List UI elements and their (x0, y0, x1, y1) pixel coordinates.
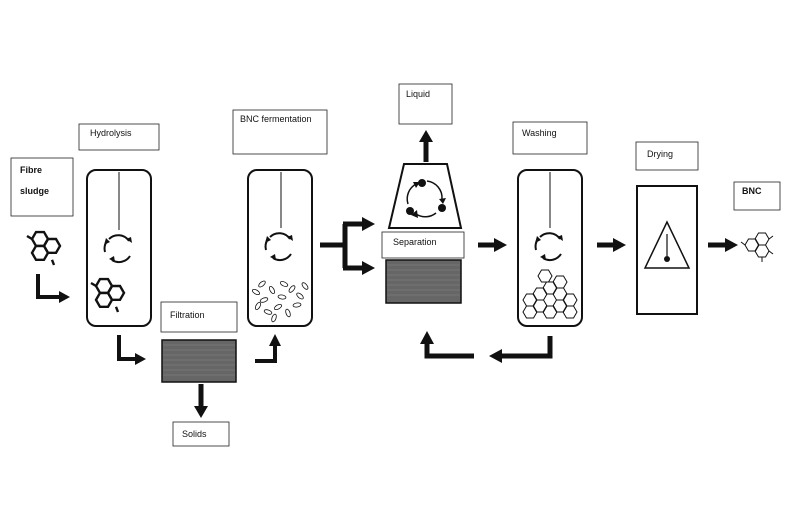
bnc-fermentation-vessel (247, 169, 313, 327)
hydrolysis-label: Hydrolysis (90, 128, 132, 138)
hexagon-molecule-icon (27, 232, 60, 265)
circular-arrows-icon (406, 179, 446, 218)
separation-centrifuge (387, 163, 463, 229)
hydrolysis-vessel (86, 169, 152, 327)
separation-label-box: Separation (381, 231, 465, 259)
arrow-fibre-to-hydrolysis (36, 274, 70, 303)
fibre-label: Fibre (20, 165, 42, 175)
solids-label: Solids (182, 429, 207, 439)
hydrolysis-label-box: Hydrolysis (78, 123, 160, 151)
thermometer-warning-icon (643, 220, 691, 269)
fibre-sludge-label-box: Fibre sludge (10, 157, 74, 217)
bnc-fermentation-label-box: BNC fermentation (232, 109, 328, 155)
filtration-label: Filtration (170, 310, 205, 320)
filtration-filter-block (161, 339, 237, 383)
bnc-hexagon-network-icon (740, 232, 774, 262)
drying-oven (636, 185, 698, 315)
arrow-separation-to-washing (478, 238, 507, 252)
arrow-filtration-to-solids (194, 384, 208, 418)
bacteria-cluster (251, 280, 309, 323)
sludge-label: sludge (20, 186, 49, 196)
drying-label-box: Drying (635, 141, 699, 171)
arrow-filtration-to-fermentation (255, 334, 281, 363)
bnc-label-box: BNC (733, 181, 781, 211)
washing-label: Washing (522, 128, 557, 138)
arrow-hydrolysis-to-filtration (117, 335, 146, 365)
drying-label: Drying (647, 149, 673, 159)
filtration-label-box: Filtration (160, 301, 238, 333)
arrow-washing-to-drying (597, 238, 626, 252)
washing-vessel (517, 169, 583, 327)
arrow-washing-recycle (420, 331, 553, 363)
liquid-label-box: Liquid (398, 83, 453, 125)
arrow-separation-to-liquid (419, 130, 433, 162)
washing-label-box: Washing (512, 121, 588, 155)
separation-label: Separation (393, 237, 437, 247)
separation-settling-block (385, 259, 462, 304)
arrow-fermentation-to-separation (320, 217, 375, 275)
bnc-label: BNC (742, 186, 762, 196)
liquid-label: Liquid (406, 89, 430, 99)
solids-label-box: Solids (172, 421, 230, 447)
arrow-drying-to-bnc (708, 238, 738, 252)
bnc-fermentation-label: BNC fermentation (240, 114, 312, 124)
